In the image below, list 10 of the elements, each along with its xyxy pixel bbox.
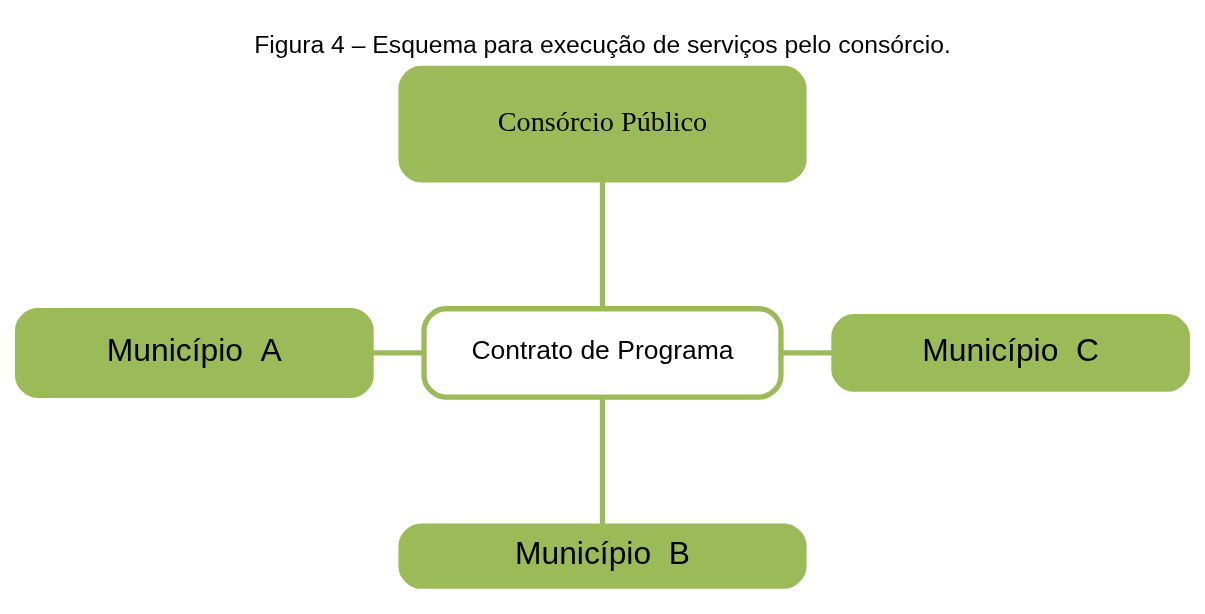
node-box: Contrato de Programa xyxy=(421,306,784,400)
diagram-title: Figura 4 – Esquema para execução de serviços pelo consórcio. xyxy=(254,30,951,58)
node-box: Consórcio Público xyxy=(398,65,807,183)
node-box: Município B xyxy=(398,523,807,589)
connector xyxy=(372,350,425,356)
node-box: Município C xyxy=(831,314,1190,392)
node-box: Município A xyxy=(15,307,374,398)
connector xyxy=(599,397,606,524)
connector xyxy=(599,181,606,309)
connector xyxy=(781,350,833,356)
